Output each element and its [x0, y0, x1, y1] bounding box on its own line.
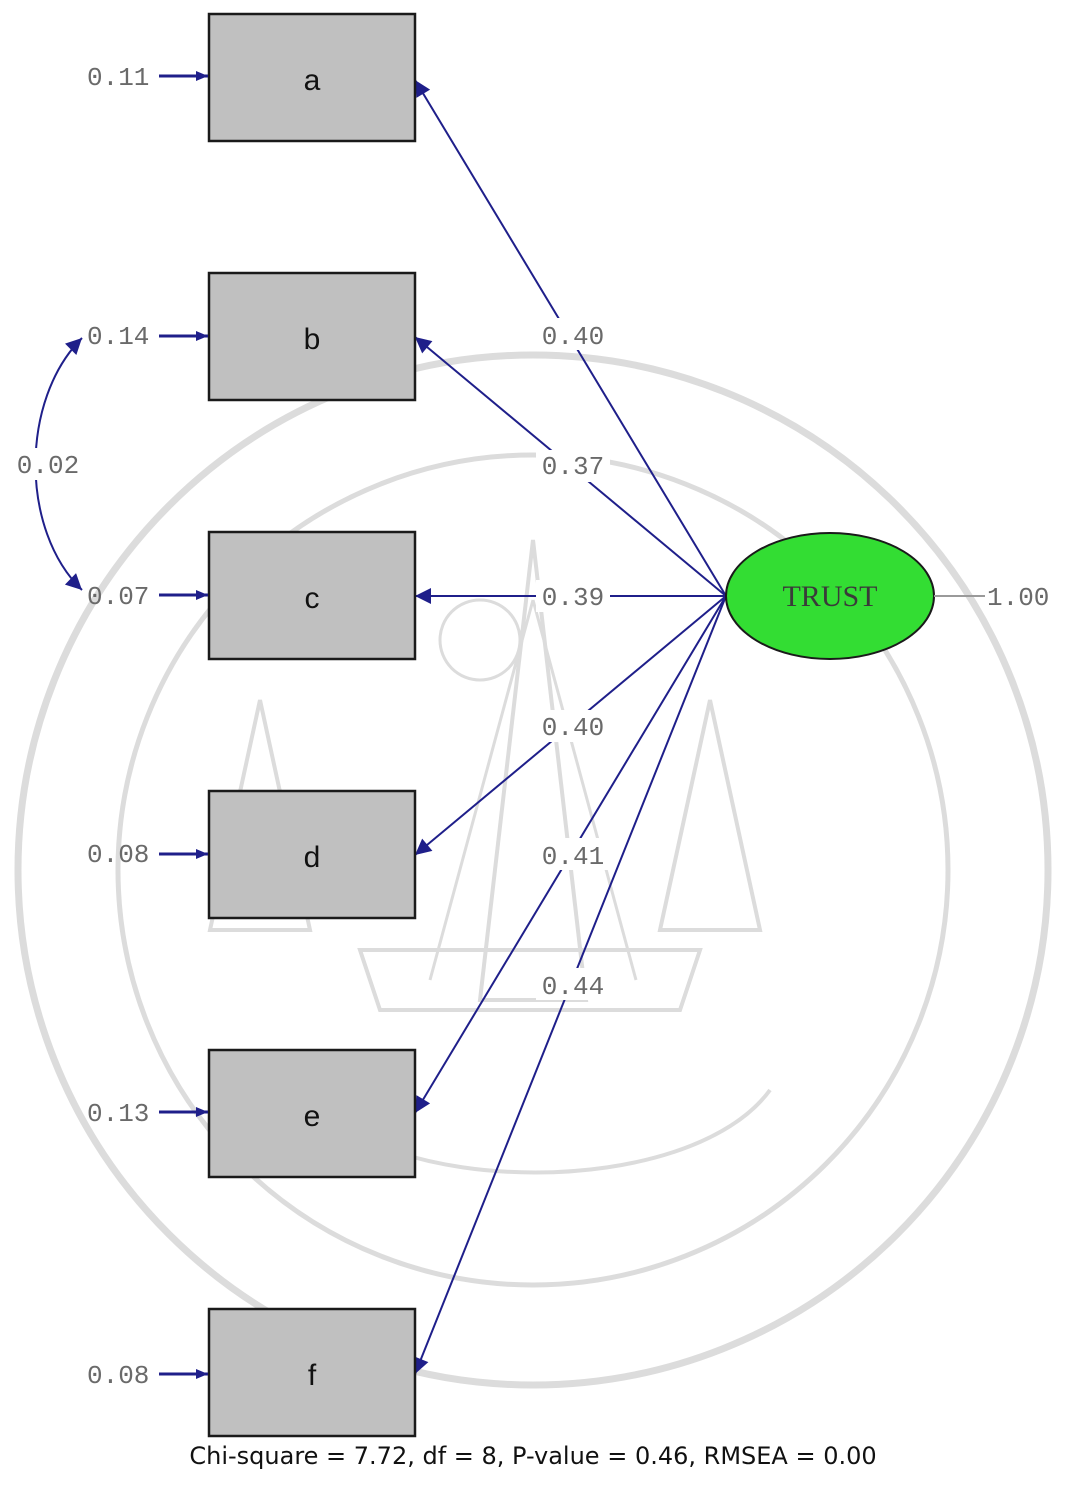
indicator-box-f: f: [207, 1307, 417, 1438]
loading-label-a: 0.40: [542, 322, 604, 352]
indicator-box-c: c: [207, 530, 417, 661]
loading-label-c: 0.39: [542, 583, 604, 613]
indicator-label-e: e: [304, 1100, 321, 1133]
loading-label-f: 0.44: [542, 972, 604, 1002]
indicator-label-c: c: [305, 582, 320, 615]
latent-variance-value: 1.00: [987, 583, 1049, 613]
indicator-box-e: e: [207, 1048, 417, 1179]
latent-label: TRUST: [782, 580, 877, 613]
indicator-label-a: a: [304, 64, 321, 97]
indicator-box-d: d: [207, 789, 417, 920]
indicator-box-a: a: [207, 12, 417, 143]
error-value-c: 0.07: [87, 582, 149, 612]
loading-labels: 0.40 0.37 0.39 0.40 0.41 0.44: [536, 318, 610, 1002]
error-value-b: 0.14: [87, 322, 149, 352]
indicator-label-d: d: [304, 841, 321, 874]
loading-label-b: 0.37: [542, 452, 604, 482]
university-seal-watermark: [14, 351, 1052, 1389]
sem-path-diagram: 0.40 0.37 0.39 0.40 0.41 0.44 a b c d e …: [8, 12, 1052, 1438]
covariance-value: 0.02: [17, 451, 79, 481]
error-value-f: 0.08: [87, 1361, 149, 1391]
error-covariance: 0.02: [8, 337, 86, 591]
indicator-label-b: b: [304, 323, 321, 356]
latent-variable-trust: TRUST 1.00: [725, 532, 1049, 660]
indicator-label-f: f: [308, 1359, 317, 1392]
error-value-d: 0.08: [87, 840, 149, 870]
error-value-a: 0.11: [87, 63, 149, 93]
fit-statistics: Chi-square = 7.72, df = 8, P-value = 0.4…: [189, 1442, 877, 1470]
indicator-box-b: b: [207, 271, 417, 402]
error-terms: 0.11 0.14 0.07 0.08 0.13 0.08: [87, 63, 208, 1391]
error-value-e: 0.13: [87, 1099, 149, 1129]
loading-label-d: 0.40: [542, 713, 604, 743]
loading-label-e: 0.41: [542, 842, 604, 872]
